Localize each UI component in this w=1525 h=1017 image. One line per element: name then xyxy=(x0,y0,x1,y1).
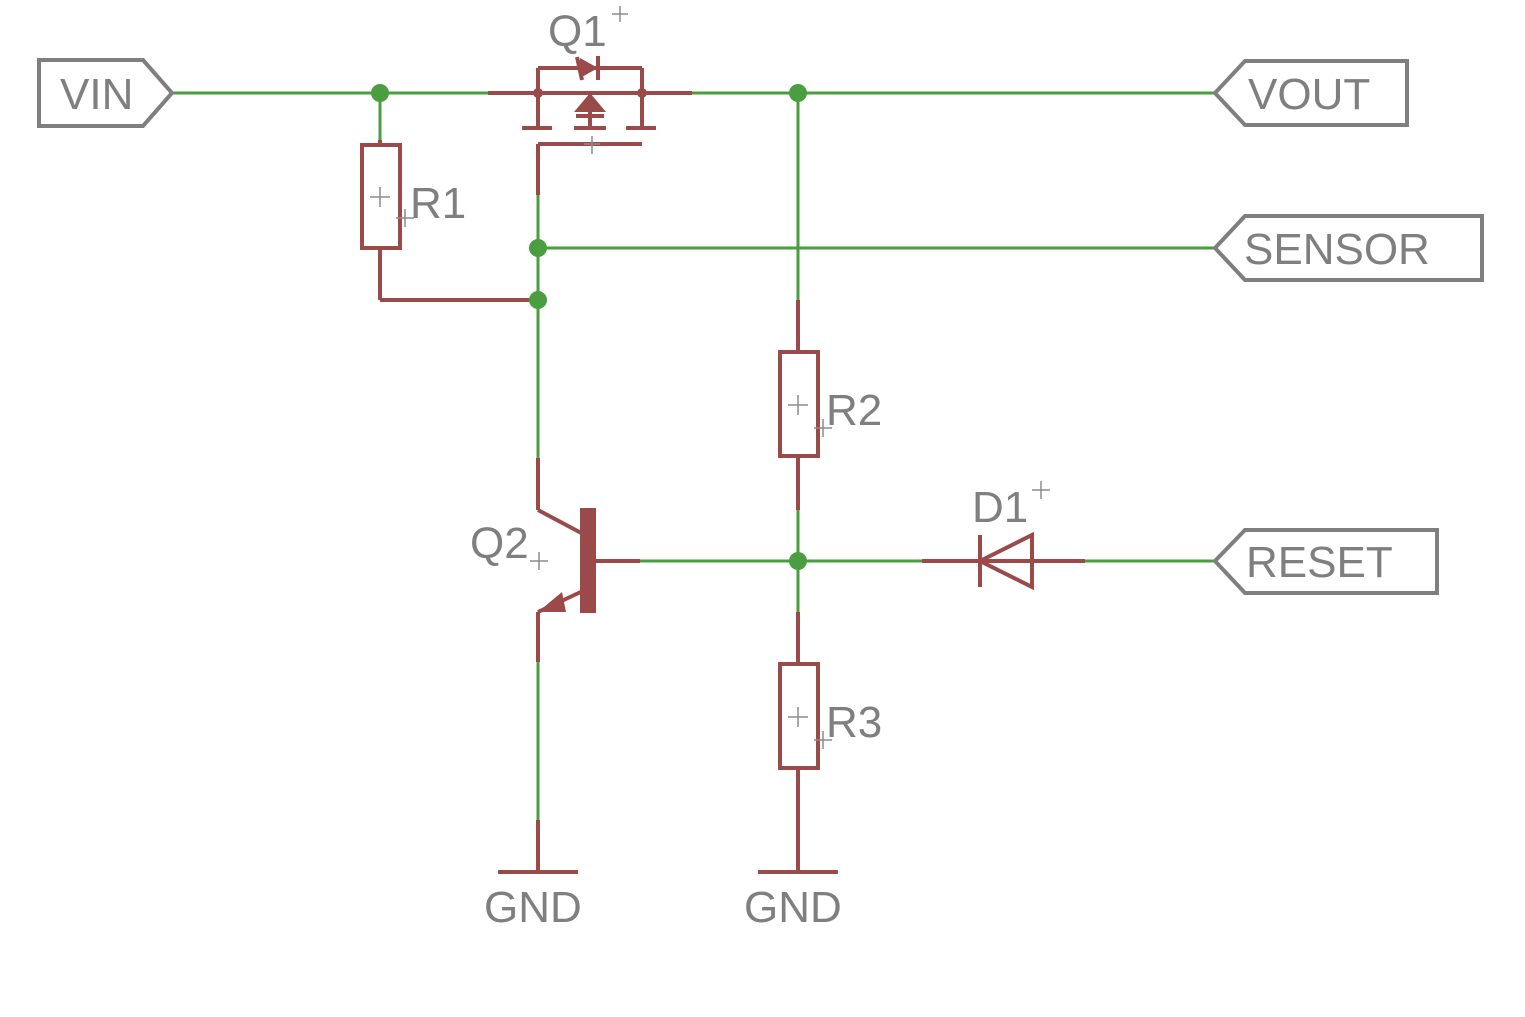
junction-sensor xyxy=(529,239,547,257)
port-vin-label: VIN xyxy=(60,70,133,119)
label-r1: R1 xyxy=(410,179,466,228)
label-gnd-left: GND xyxy=(484,883,582,932)
junction-base xyxy=(789,552,807,570)
transistor-q2[interactable] xyxy=(530,458,640,662)
resistor-r3[interactable] xyxy=(778,612,832,872)
port-vout-label: VOUT xyxy=(1248,70,1370,119)
diode-d1[interactable] xyxy=(922,481,1085,591)
mosfet-q1[interactable] xyxy=(488,6,692,195)
port-vin[interactable]: VIN xyxy=(37,58,175,128)
ground-symbol-left xyxy=(498,820,578,874)
junction-r1-collector xyxy=(529,291,547,309)
components xyxy=(360,6,1085,874)
port-reset[interactable]: RESET xyxy=(1212,528,1439,595)
wires xyxy=(170,91,1217,822)
label-r3: R3 xyxy=(826,698,882,747)
junction-vout-r2 xyxy=(789,84,807,102)
port-vout[interactable]: VOUT xyxy=(1212,59,1409,127)
junction-vin-r1 xyxy=(371,84,389,102)
port-reset-label: RESET xyxy=(1246,538,1393,587)
junctions xyxy=(371,84,807,570)
resistor-r2[interactable] xyxy=(778,300,832,510)
label-gnd-right: GND xyxy=(744,883,842,932)
label-q2: Q2 xyxy=(470,519,529,568)
port-sensor[interactable]: SENSOR xyxy=(1212,214,1484,282)
label-r2: R2 xyxy=(826,386,882,435)
resistor-r1[interactable] xyxy=(360,140,538,302)
port-sensor-label: SENSOR xyxy=(1244,225,1430,274)
label-q1: Q1 xyxy=(548,7,607,56)
label-d1: D1 xyxy=(972,483,1028,532)
